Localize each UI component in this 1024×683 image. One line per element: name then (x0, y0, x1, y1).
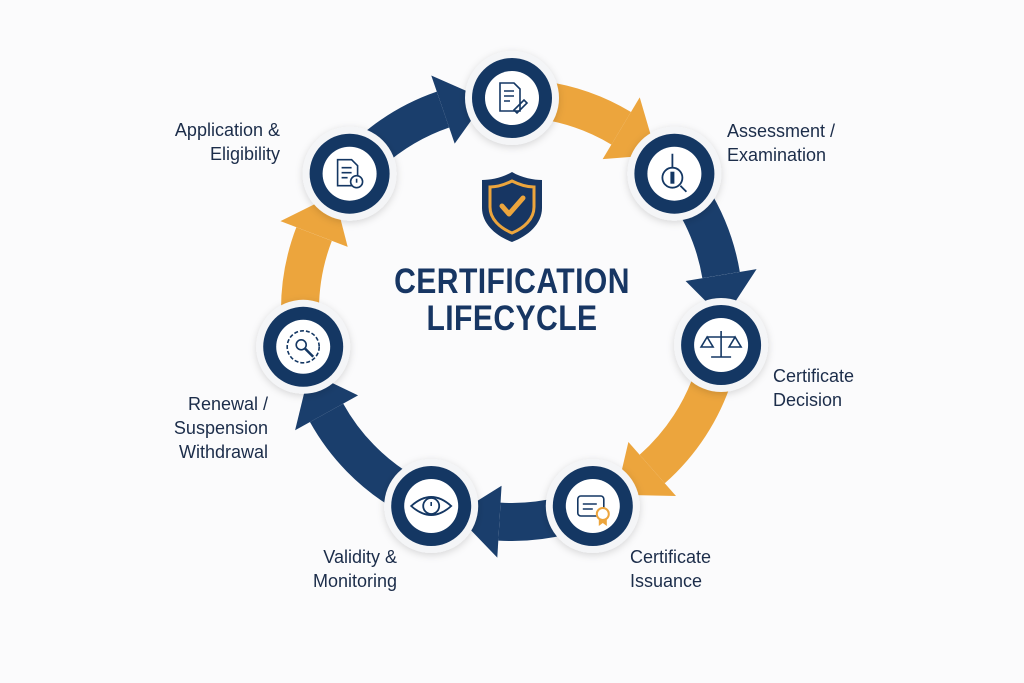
key-search-icon (661, 153, 688, 193)
label-line: Monitoring (312, 571, 397, 591)
label-renewal: Renewal / Suspension Withdrawal (174, 392, 268, 464)
document-clock-icon (336, 158, 364, 189)
eye-icon (409, 496, 453, 516)
label-line: Eligibility (209, 144, 280, 164)
label-line: Certificate (773, 366, 855, 386)
label-line: Examination (727, 145, 827, 165)
label-line: Renewal / (187, 394, 268, 414)
cycle-arrow (616, 367, 733, 497)
label-assessment: Assessment / Examination (727, 119, 835, 167)
label-line: Issuance (630, 571, 703, 591)
document-pen-icon (499, 82, 529, 115)
label-line: Certificate (630, 547, 712, 567)
stage-node-decision[interactable] (674, 298, 769, 392)
stage-node-application[interactable] (302, 126, 397, 221)
scales-icon (699, 331, 743, 358)
certificate-ribbon-icon (576, 495, 610, 526)
label-line: Application & (174, 120, 280, 140)
label-application: Application & Eligibility (175, 118, 280, 166)
stage-node-issuance[interactable] (545, 459, 640, 553)
label-line: Decision (773, 390, 843, 410)
diagram-title-line2: LIFECYCLE (426, 299, 598, 338)
stage-node-assessment[interactable] (627, 126, 722, 221)
shield-check-icon (482, 172, 542, 242)
label-line: Validity & (323, 547, 397, 567)
stage-node-review[interactable] (465, 51, 559, 145)
label-issuance: Certificate Issuance (630, 545, 711, 593)
stage-node-validity[interactable] (384, 459, 479, 553)
label-line: Withdrawal (178, 442, 268, 462)
label-decision: Certificate Decision (773, 364, 854, 412)
label-line: Assessment / (727, 121, 836, 141)
gauge-search-icon (286, 329, 321, 364)
label-line: Suspension (173, 418, 268, 438)
diagram-title-line1: CERTIFICATION (394, 262, 630, 301)
stage-node-renewal[interactable] (256, 299, 351, 394)
stage-nodes (256, 51, 769, 553)
label-validity: Validity & Monitoring (313, 545, 397, 593)
